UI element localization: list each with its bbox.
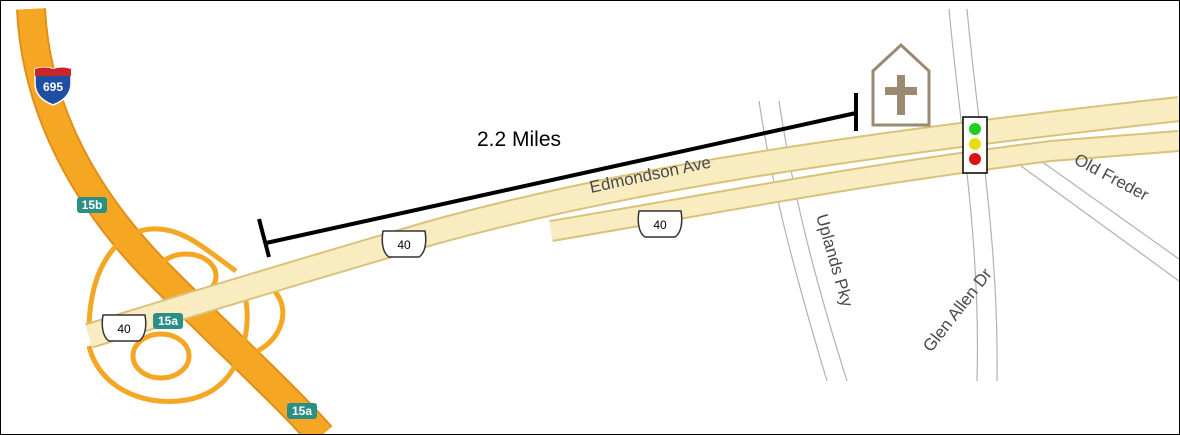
uplands-pky-road-edge xyxy=(778,100,848,382)
route-shield-number: 40 xyxy=(117,322,131,336)
interstate-695-shield-icon: 695 xyxy=(34,66,72,106)
us-40-highway[interactable] xyxy=(85,96,1179,349)
traffic-light-icon[interactable] xyxy=(962,116,988,174)
glen-allen-dr-label: Glen Allen Dr xyxy=(919,265,996,356)
old-frederick-road-edge xyxy=(1020,165,1179,282)
glen-allen-dr-road[interactable] xyxy=(948,8,979,382)
minor-roads xyxy=(758,8,1179,382)
glen-allen-dr-road-edge xyxy=(966,8,998,382)
old-frederick-road[interactable] xyxy=(1040,160,1179,260)
us-40-shield-icon: 40 xyxy=(637,210,683,238)
church-icon[interactable] xyxy=(871,42,931,127)
route-shield-number: 40 xyxy=(397,238,411,252)
interstate-shield-number: 695 xyxy=(43,80,63,94)
exit-badge-icon: 15a xyxy=(153,313,183,329)
old-frederick-label: Old Freder xyxy=(1071,150,1152,205)
uplands-pky-label: Uplands Pky xyxy=(812,212,857,309)
us-40-shield-icon: 40 xyxy=(381,230,427,258)
exit-number: 15b xyxy=(82,198,103,212)
exit-badge-icon: 15b xyxy=(77,197,107,213)
exit-number: 15a xyxy=(292,404,312,418)
scale-label: 2.2 Miles xyxy=(477,128,561,151)
us-40-shield-icon: 40 xyxy=(101,314,147,342)
interstate-695-road[interactable] xyxy=(16,8,333,435)
scale-bar xyxy=(257,93,858,258)
exit-badge-icon: 15a xyxy=(287,403,317,419)
route-shield-number: 40 xyxy=(653,218,667,232)
exit-number: 15a xyxy=(158,314,178,328)
